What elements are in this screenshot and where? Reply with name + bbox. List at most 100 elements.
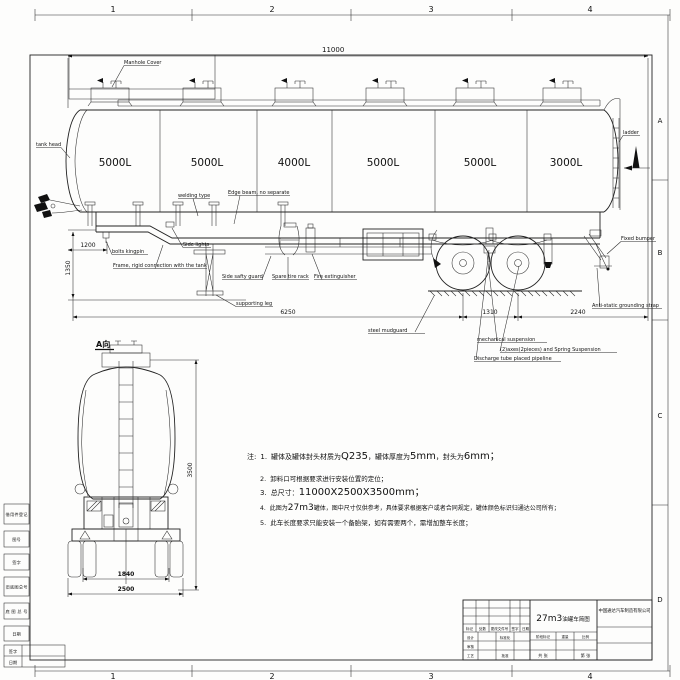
dim-1840-value: 1840 bbox=[118, 571, 135, 578]
grid-col-4b: 4 bbox=[587, 672, 592, 680]
annotation-manhole-cover: Manhole Cover bbox=[124, 60, 162, 66]
annotation-side-guard: Side safty guard bbox=[222, 274, 263, 280]
chassis-frame bbox=[95, 212, 601, 261]
dimension-1840: 1840 bbox=[82, 568, 170, 582]
compartment-4: 5000L bbox=[367, 157, 400, 169]
rear-bumper bbox=[583, 229, 612, 269]
annotation-grounding-strap: Anti-static grounding strap bbox=[592, 303, 659, 309]
margin-date-label: 日期 bbox=[9, 660, 17, 666]
grounding-strap bbox=[595, 243, 610, 271]
grid-col-3b: 3 bbox=[428, 672, 433, 680]
grid-ruler-top: 1 2 3 4 bbox=[34, 5, 671, 21]
note-2: 2.卸料口可根据要求进行安装位置的定位； bbox=[260, 474, 387, 483]
rear-bumper-bar bbox=[71, 528, 181, 542]
dim-3500-value: 3500 bbox=[187, 462, 194, 477]
suspension bbox=[428, 233, 552, 246]
annotation-fixed-bumper: Fixed bumper bbox=[621, 236, 656, 242]
audit-label: 审核 bbox=[467, 644, 475, 649]
dimension-2500: 2500 bbox=[67, 578, 184, 597]
mark-label: 标记 bbox=[466, 626, 474, 631]
grid-col-4: 4 bbox=[587, 5, 592, 14]
grid-row-d: D bbox=[657, 596, 662, 604]
weight-label: 重量 bbox=[562, 634, 570, 639]
grid-ruler-right: A B C D bbox=[652, 15, 669, 671]
front-hose-couplings bbox=[34, 194, 83, 218]
annotation-ladder: ladder bbox=[623, 130, 640, 136]
margin-box-4: 旧底图总号 bbox=[6, 584, 28, 591]
note-1: 注:1.罐体及罐体封头材质为Q235，罐体厚度为5mm，封头为6mm； bbox=[247, 451, 500, 462]
process-label: 工艺 bbox=[467, 653, 475, 658]
grid-col-1b: 1 bbox=[110, 672, 115, 680]
dim-1200-value: 1200 bbox=[80, 242, 95, 249]
ground-line bbox=[428, 290, 582, 297]
annotation-welding-type: welding type bbox=[178, 193, 210, 199]
rear-ladder-front bbox=[118, 361, 134, 508]
stage-label: 阶段标记 bbox=[536, 634, 550, 639]
drawing-frame bbox=[29, 54, 653, 661]
rear-tank-outline bbox=[77, 366, 176, 500]
rear-view: A向 3500 bbox=[67, 339, 199, 597]
grid-row-a: A bbox=[658, 117, 663, 125]
count-label: 处数 bbox=[479, 626, 487, 631]
margin-sign-label: 签字 bbox=[9, 648, 17, 654]
view-direction-arrow bbox=[624, 146, 650, 171]
annotation-steel-mudguard: steel mudguard bbox=[368, 328, 407, 334]
annotation-fire-extinguisher: Fire extinguisher bbox=[314, 274, 357, 280]
annotation-supporting-leg: supporting leg bbox=[236, 301, 272, 307]
dimension-overall-length: 11000 bbox=[67, 46, 649, 321]
annotation-bolts-kingpin: bolts kingpin bbox=[112, 249, 144, 255]
note-3: 3.总尺寸：11000X2500X3500mm； bbox=[260, 487, 425, 498]
spare-tire-rack bbox=[278, 222, 300, 256]
annotation-mech-suspension: mechanical suspension bbox=[477, 337, 535, 343]
grid-col-1: 1 bbox=[110, 5, 115, 14]
drawing-title: 27m3油罐车简图 bbox=[536, 614, 590, 624]
dimension-3500: 3500 bbox=[150, 359, 199, 591]
dim-1310-value: 1310 bbox=[482, 309, 497, 316]
note-4: 4.此图为27m3罐体，图中尺寸仅供参考，具体要求根据客户或者合同规定，罐体颜色… bbox=[260, 503, 560, 513]
standard-label: 标准化 bbox=[500, 635, 511, 640]
annotation-discharge-tube: Discharge tube placed pipeline bbox=[474, 356, 552, 362]
grid-row-c: C bbox=[658, 412, 663, 420]
rear-left-corner bbox=[74, 483, 86, 495]
title-block: 中国通达汽车制造有限公司 27m3油罐车简图 阶段标记 重量 比例 共 张 第 … bbox=[462, 599, 653, 661]
dim-2240-value: 2240 bbox=[570, 309, 585, 316]
company-name: 中国通达汽车制造有限公司 bbox=[599, 607, 651, 614]
annotation-spare-tire: Spare tire rack bbox=[272, 274, 309, 280]
scale-label: 比例 bbox=[582, 634, 590, 639]
front-mudflap bbox=[430, 229, 441, 268]
annotation-edge-beam: Edge beam, no separate bbox=[228, 190, 289, 196]
margin-box-6: 日期 bbox=[12, 632, 20, 638]
dim-2500-value: 2500 bbox=[118, 586, 135, 593]
dimension-chain: 6250 1310 2240 bbox=[72, 293, 649, 321]
date-label: 日期 bbox=[522, 626, 530, 631]
side-view-annotations: Manhole Cover tank head welding type Edg… bbox=[36, 60, 662, 362]
dimension-1200: 1200 bbox=[67, 242, 108, 254]
support-leg bbox=[193, 244, 226, 296]
annotation-axles-spring: (2)axes(2pieces) and Spring Suspension bbox=[500, 347, 601, 353]
note-5: 5.此车长度要求只能安装一个备胎架，如有需要两个，需增加整车长度； bbox=[260, 518, 472, 527]
dim-overall-value: 11000 bbox=[322, 46, 344, 54]
approve-label: 批准 bbox=[502, 653, 510, 658]
margin-box-3: 签字 bbox=[12, 559, 20, 565]
left-margin-table: 借用件登记 图号 签字 旧底图总号 底图总号 日期 签字 日期 bbox=[3, 503, 66, 668]
rear-right-corner bbox=[167, 483, 179, 495]
compartment-2: 5000L bbox=[191, 157, 224, 169]
page-label: 第 张 bbox=[581, 652, 592, 659]
notes-block: 注:1.罐体及罐体封头材质为Q235，罐体厚度为5mm，封头为6mm； 2.卸料… bbox=[247, 451, 560, 527]
compartment-6: 3000L bbox=[550, 157, 583, 169]
design-label: 设计 bbox=[467, 635, 475, 640]
annotation-frame-connection: Frame, rigid connection with the tank bbox=[113, 263, 207, 269]
side-view: 11000 5000L 5000L 4000L 5000L 5000L 3000… bbox=[34, 46, 662, 362]
dim-1350-value: 1350 bbox=[65, 260, 72, 275]
dim-6250-value: 6250 bbox=[280, 309, 295, 316]
grid-col-3: 3 bbox=[428, 5, 433, 14]
rear-mudflap bbox=[543, 237, 553, 268]
grid-col-2: 2 bbox=[269, 5, 274, 14]
margin-box-5: 底图总号 bbox=[6, 608, 28, 615]
rear-ladder bbox=[612, 118, 620, 208]
compartment-3: 4000L bbox=[278, 157, 311, 169]
annotation-tank-head: tank head bbox=[36, 142, 61, 148]
margin-box-1: 借用件登记 bbox=[6, 511, 29, 518]
